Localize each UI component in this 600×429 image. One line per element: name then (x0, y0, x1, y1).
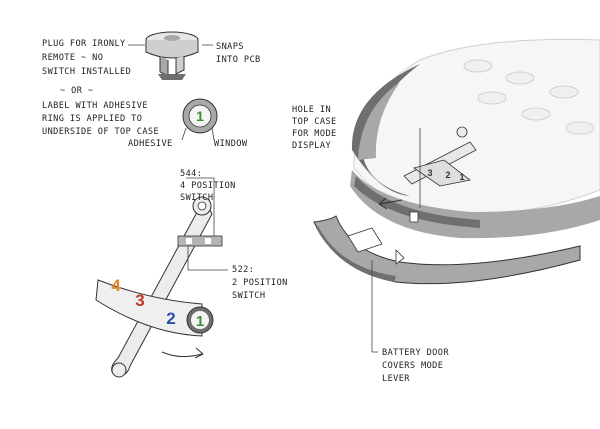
plug-note-line3: SWITCH INSTALLED (42, 67, 131, 77)
remote-case-illustration (350, 38, 600, 239)
close-door-arrow-icon (379, 199, 403, 205)
adhesive-label: ADHESIVE (128, 139, 173, 149)
door-note-line1: BATTERY DOOR (382, 348, 449, 358)
snaps-note-line1: SNAPS (216, 42, 244, 52)
hole-note-line4: DISPLAY (292, 141, 331, 151)
sw522-note-line3: SWITCH (232, 291, 265, 301)
label-number: 1 (196, 108, 204, 124)
sw522-note-line1: 522: (232, 265, 254, 275)
sw544-note-line2: 4 POSITION (180, 181, 236, 191)
door-note-line2: COVERS MODE (382, 361, 443, 371)
sw544-note-line1: 544: (180, 169, 202, 179)
label-note-line2: RING IS APPLIED TO (42, 114, 142, 124)
close-door-arrowhead-icon (378, 197, 388, 210)
sw544-leader (186, 177, 215, 236)
lever-number-2: 2 (166, 309, 175, 328)
switch-contact (205, 238, 211, 244)
hole-note-line1: HOLE IN (292, 105, 331, 115)
plug-note-line1: PLUG FOR IRONLY (42, 39, 126, 49)
plug-note-line2: REMOTE ~ NO (42, 53, 103, 63)
snaps-note-line2: INTO PCB (216, 55, 261, 65)
or-divider: ~ OR ~ (60, 86, 93, 96)
door-note-line3: LEVER (382, 374, 410, 384)
window-label: WINDOW (214, 139, 248, 149)
remote-number-2: 2 (445, 170, 450, 180)
hole-note-line3: FOR MODE (292, 129, 337, 139)
rotation-arrow-icon (161, 351, 203, 358)
switch-contact (186, 238, 192, 244)
door-leader (371, 260, 378, 353)
sw544-note-line3: SWITCH (180, 193, 213, 203)
adhesive-leader (181, 127, 187, 141)
label-note-line1: LABEL WITH ADHESIVE (42, 101, 148, 111)
mode-lever (95, 196, 223, 378)
remote-number-1: 1 (459, 172, 464, 182)
sw522-leader (187, 246, 228, 271)
sw522-note-line2: 2 POSITION (232, 278, 288, 288)
label-note-line3: UNDERSIDE OF TOP CASE (42, 127, 159, 137)
hole-note-line2: TOP CASE (292, 117, 337, 127)
lever-number-1: 1 (196, 313, 204, 330)
lever-number-4: 4 (111, 276, 121, 295)
plug-illustration (145, 31, 199, 80)
battery-door-illustration (313, 215, 581, 285)
remote-number-3: 3 (427, 168, 432, 178)
rotation-arrowhead-icon (194, 347, 204, 359)
label-ring-illustration: 1 (182, 98, 218, 134)
lever-number-3: 3 (135, 291, 144, 310)
window-leader (211, 127, 215, 141)
switch-slot (177, 235, 223, 247)
